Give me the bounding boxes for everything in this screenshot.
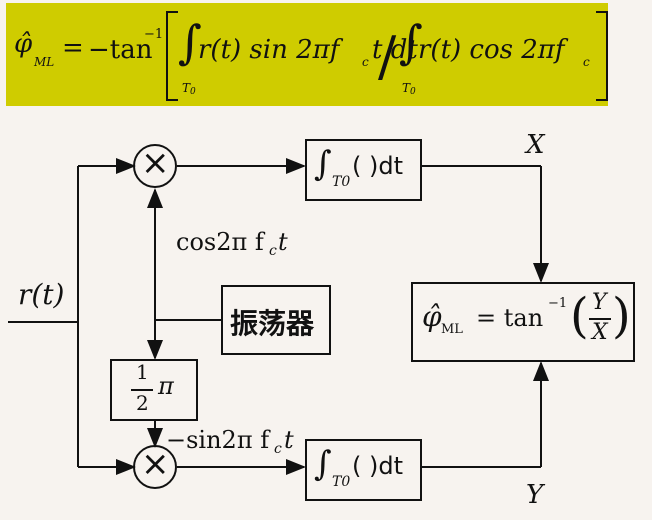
bottom-mixer-circle: [133, 445, 177, 489]
oscillator-label: 振荡器: [230, 307, 315, 340]
estimator-lparen: (: [570, 288, 589, 344]
cos-sub: c: [269, 243, 277, 259]
t-dt-1: t dt: [372, 35, 418, 65]
top-integrator-rest: ( )dt: [352, 152, 403, 180]
phi-hat: φ̂: [14, 29, 33, 59]
inverse-exponent: −1: [144, 27, 164, 42]
bottom-mixer-symbol: ×: [141, 444, 170, 484]
estimator-sub: ML: [441, 322, 463, 337]
estimator-phi: φ̂: [422, 300, 442, 333]
bottom-integrator-rest: ( )dt: [352, 452, 403, 480]
phi-subscript: ML: [34, 55, 55, 69]
output-y-label: Y: [526, 480, 544, 510]
neg-tan: −tan: [88, 35, 153, 65]
integral-sign-1: ∫: [178, 15, 202, 69]
cos-label: cos2π f: [176, 228, 264, 256]
left-bracket: [166, 11, 178, 101]
phase-shift-box: [110, 359, 198, 421]
bottom-integrator-sub: T0: [332, 474, 351, 490]
top-integrator-sym: ∫: [314, 144, 332, 184]
estimator-eq: = tan: [476, 304, 544, 332]
estimator-rparen: ): [612, 288, 631, 344]
denominator-body: r(t) cos 2πf: [418, 35, 565, 65]
right-bracket: [596, 11, 608, 101]
sin-sub: c: [274, 441, 282, 457]
limit-2: T: [402, 81, 411, 95]
sin-t: t: [284, 426, 294, 454]
top-mixer-circle: [133, 144, 177, 188]
bottom-integrator-box: [305, 439, 422, 501]
oscillator-box: [221, 285, 331, 355]
limit-1-sub: 0: [190, 87, 196, 97]
output-x-label: X: [526, 130, 545, 160]
phase-shift-den: 2: [136, 391, 149, 415]
estimator-inv: −1: [548, 296, 568, 311]
limit-2-sub: 0: [410, 87, 416, 97]
phase-shift-pi: π: [158, 372, 174, 400]
phase-shift-bar: [131, 389, 153, 391]
limit-1: T: [182, 81, 191, 95]
sin-label: −sin2π f: [166, 426, 270, 454]
numerator-body: r(t) sin 2πf: [198, 35, 340, 65]
bottom-integrator-sym: ∫: [314, 444, 332, 484]
fc-sub-2: c: [583, 55, 590, 69]
fc-sub-1: c: [362, 55, 369, 69]
top-integrator-box: [305, 139, 422, 201]
estimator-box: [411, 282, 635, 362]
top-integrator-sub: T0: [332, 174, 351, 190]
ml-estimate-formula: φ̂ ML = −tan −1 ∫ T 0 r(t) sin 2πf c t d…: [6, 3, 608, 106]
top-mixer-symbol: ×: [141, 143, 170, 183]
phase-shift-num: 1: [136, 360, 149, 384]
estimator-den: X: [592, 320, 608, 345]
integral-sign-2: ∫: [399, 15, 423, 69]
input-label: r(t): [18, 278, 65, 311]
formula-banner: φ̂ ML = −tan −1 ∫ T 0 r(t) sin 2πf c t d…: [6, 3, 608, 106]
equals-sign: =: [62, 33, 84, 63]
estimator-num: Y: [592, 290, 607, 315]
divide-slash: /: [378, 25, 397, 88]
cos-t: t: [278, 228, 288, 256]
estimator-bar: [589, 318, 611, 320]
